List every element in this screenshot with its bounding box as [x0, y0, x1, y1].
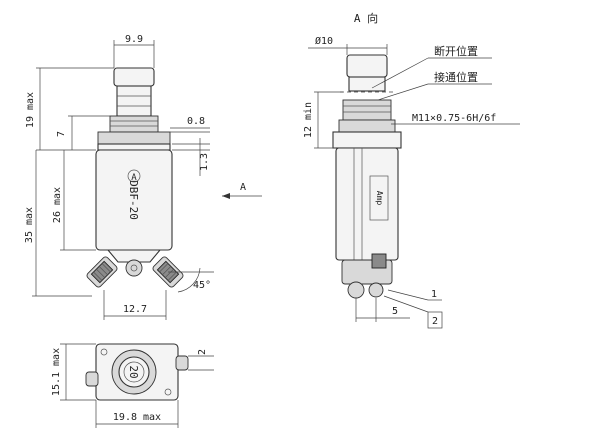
top-center-rating: 20: [127, 365, 140, 378]
logo-circle: [127, 169, 141, 183]
dim-terminal-offset: 5: [392, 306, 398, 317]
flange-plate: [97, 143, 171, 151]
top-view: 20 15.1 max 2 19.8 max: [51, 343, 214, 428]
push-button-cap: [113, 67, 155, 87]
threaded-neck: [109, 115, 159, 133]
top-right-lug: [175, 355, 189, 371]
front-view: DBF-20 A 9.9 19 max: [24, 34, 262, 320]
side-button-cap: [346, 54, 388, 78]
top-inner-ring: [118, 356, 150, 388]
dim-thread-length: 12 min: [303, 102, 314, 138]
body-marking: DBF-20: [127, 180, 140, 220]
side-view: A 向 Amp Ø10 断开位置 接通位置: [303, 11, 520, 329]
side-flange: [332, 131, 402, 149]
dim-body-height: 26 max: [52, 187, 63, 223]
logo-mark: A: [131, 173, 137, 183]
side-nut: [338, 119, 396, 133]
terminal-neck: [106, 249, 162, 263]
dim-thread-step: 0.8: [187, 116, 205, 127]
dim-top-height: 19 max: [25, 92, 36, 128]
dim-terminal-spacing: 12.7: [123, 304, 147, 315]
side-terminal-screw: [371, 253, 387, 269]
dim-angle: 45°: [193, 280, 211, 291]
callout-1: 1: [431, 289, 437, 300]
mounting-nut: [97, 131, 171, 145]
side-button-stem: [348, 76, 386, 92]
body-marking-group: DBF-20: [127, 180, 140, 220]
dim-flange: 1.3: [199, 153, 210, 171]
thread-spec: M11×0.75-6H/6f: [412, 113, 496, 124]
callout-2: 2: [432, 316, 438, 327]
label-off-position: 断开位置: [434, 44, 478, 58]
side-threaded-neck: [342, 99, 392, 121]
push-button-stem: [116, 85, 152, 117]
callout-2-box: [427, 311, 443, 329]
dim-top-width: 9.9: [125, 34, 143, 45]
view-arrow-label: A: [240, 182, 246, 193]
side-label-plate: [369, 175, 389, 221]
dim-overall-height: 35 max: [24, 207, 35, 243]
left-terminal: [86, 256, 118, 288]
side-body: [335, 147, 399, 261]
center-screw: [125, 259, 143, 277]
dim-lug: 2: [197, 349, 208, 355]
side-terminal-nut: [347, 281, 365, 299]
dim-top-width-max: 15.1 max: [51, 348, 62, 396]
side-marking: Amp: [375, 191, 384, 206]
top-left-lug: [85, 371, 99, 387]
side-view-title: A 向: [354, 11, 378, 25]
dim-diameter: Ø10: [315, 35, 333, 47]
label-on-position: 接通位置: [434, 70, 478, 84]
dim-collar: 7: [56, 131, 67, 137]
dim-top-length: 19.8 max: [113, 412, 161, 423]
